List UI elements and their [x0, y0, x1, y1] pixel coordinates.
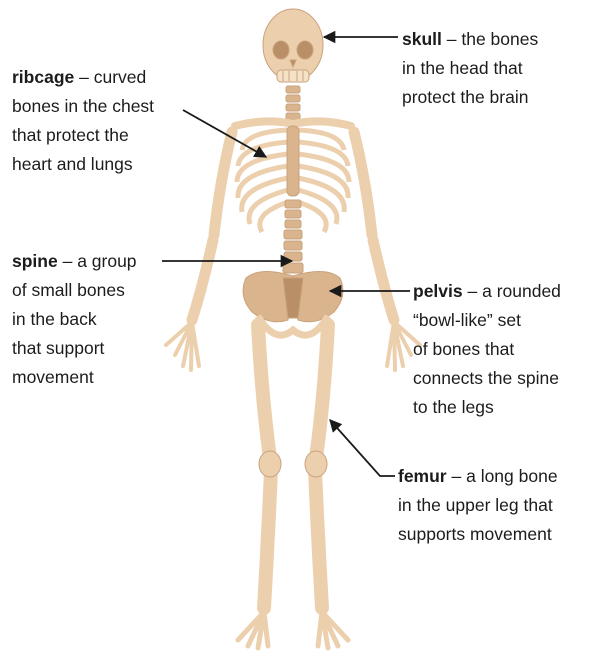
skeleton-illustration [166, 9, 420, 648]
feet [238, 612, 348, 648]
skull [263, 9, 323, 82]
spine [283, 200, 303, 273]
ribcage-label: ribcage – curved bones in the chest that… [12, 63, 154, 179]
clavicles [235, 121, 351, 126]
sternum [287, 126, 299, 196]
neck-vertebrae [286, 86, 300, 120]
femur-pointer [330, 420, 395, 476]
kneecaps [259, 451, 327, 477]
skull-label: skull – the bones in the head that prote… [402, 25, 538, 112]
pelvis-label: pelvis – a rounded “bowl-like” set of bo… [413, 277, 561, 422]
femur-label: femur – a long bone in the upper leg tha… [398, 462, 558, 549]
spine-label: spine – a group of small bones in the ba… [12, 247, 137, 392]
